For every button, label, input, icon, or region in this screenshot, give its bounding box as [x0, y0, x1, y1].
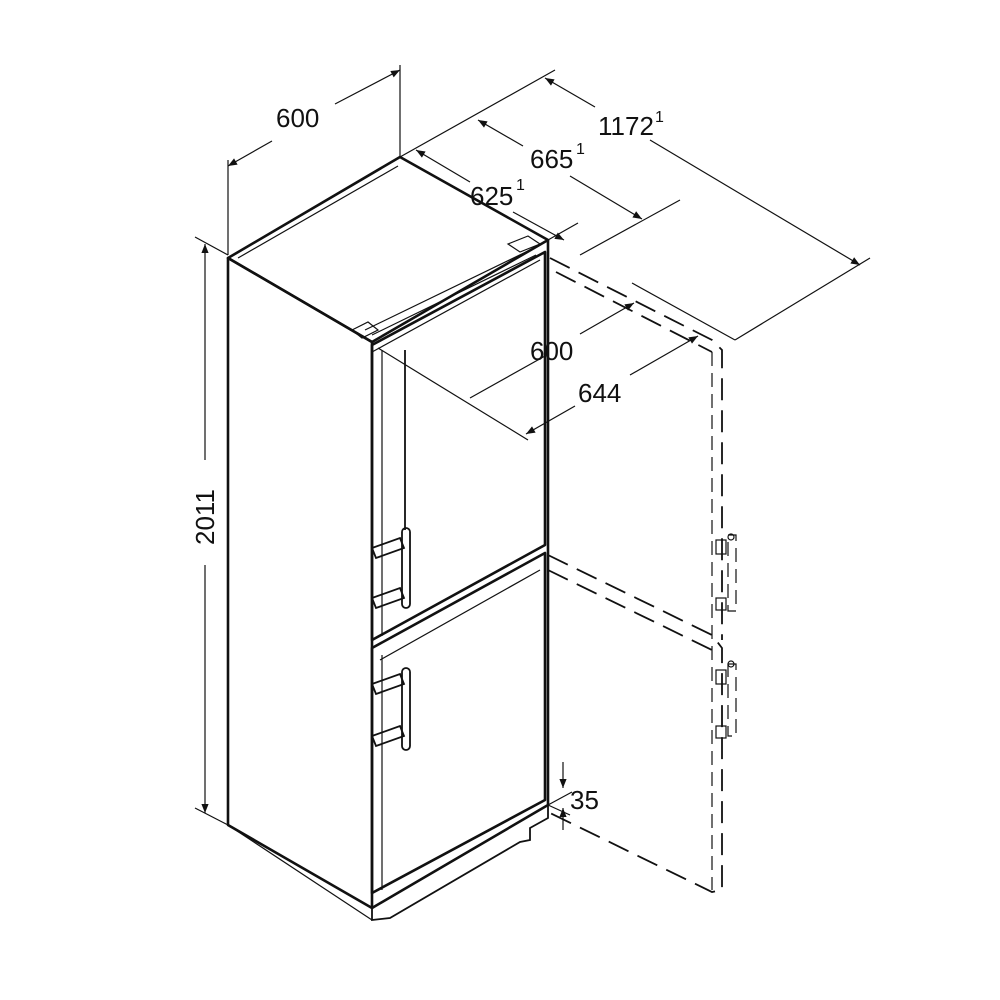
upper-door — [370, 250, 547, 642]
dimension-depth-1172: 1172 1 — [544, 77, 861, 266]
front-face — [371, 240, 550, 910]
dimension-label: 600 — [276, 103, 319, 133]
lower-door — [370, 551, 547, 895]
side-face — [226, 256, 374, 910]
lower-door-handle — [370, 667, 411, 751]
dimension-depth-665: 665 1 — [477, 119, 643, 220]
dimension-depth-extensions — [399, 69, 871, 341]
dimension-door-600: 600 — [377, 282, 736, 441]
door-swing-outline — [547, 257, 737, 893]
footnote-marker: 1 — [655, 109, 664, 126]
dimension-label: 35 — [570, 785, 599, 815]
upper-door-handle — [370, 350, 411, 610]
dimension-label: 600 — [530, 336, 573, 366]
dimension-label: 625 — [470, 181, 513, 211]
door-hinge-lower — [715, 660, 737, 739]
footnote-marker: 1 — [576, 141, 585, 158]
dimension-label: 644 — [578, 378, 621, 408]
dimension-width-top: 600 — [227, 65, 401, 255]
dimension-depth-625: 625 1 — [415, 149, 565, 241]
door-hinge-upper — [715, 533, 737, 612]
dimension-height: 2011 — [190, 236, 229, 826]
dimension-label: 665 — [530, 144, 573, 174]
dimension-door-644: 644 — [525, 335, 699, 435]
dimension-label: 2011 — [190, 489, 220, 545]
dimension-label: 1172 — [598, 111, 654, 141]
fridge-body — [226, 155, 550, 922]
dimension-plinth-35: 35 — [547, 762, 599, 830]
footnote-marker: 1 — [516, 177, 525, 194]
